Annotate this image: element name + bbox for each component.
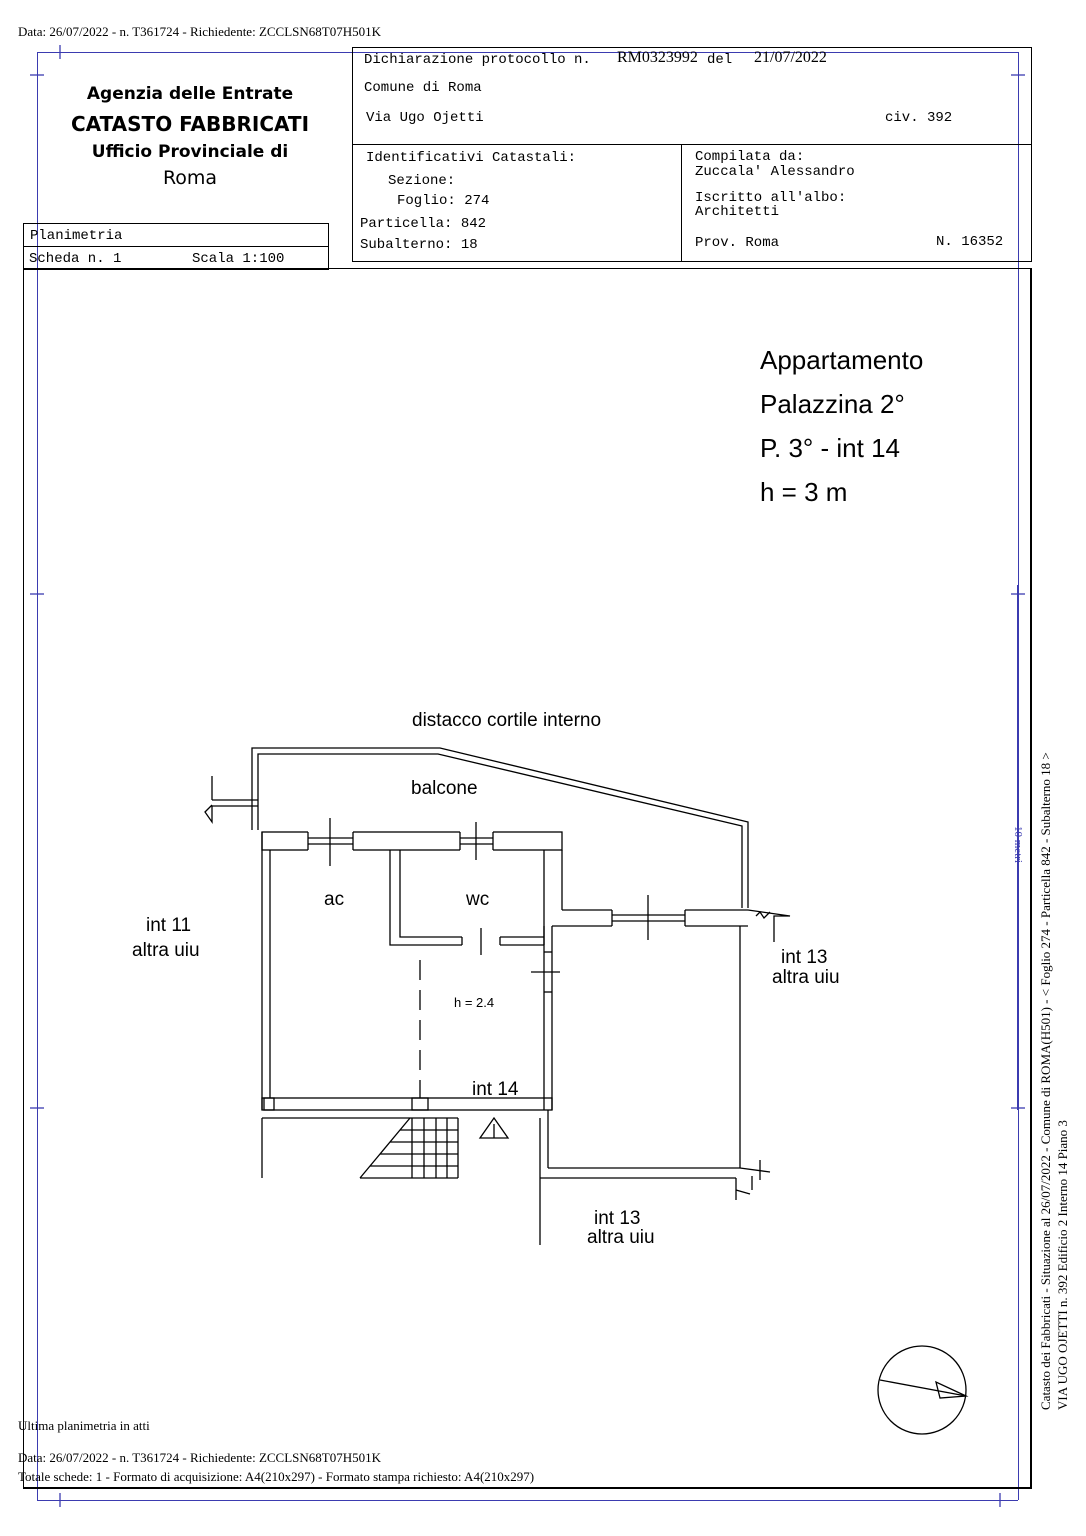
sezione: Sezione:	[388, 173, 456, 189]
subalterno: Subalterno: 18	[360, 237, 478, 253]
frame-left-blue	[37, 52, 38, 1500]
planimetria-divider	[23, 246, 329, 247]
label-int13-bottom: int 13	[594, 1208, 641, 1229]
top-request-line: Data: 26/07/2022 - n. T361724 - Richiede…	[18, 24, 381, 39]
protocol-number: RM0323992	[617, 49, 698, 66]
agency-name: Agenzia delle Entrate	[86, 84, 294, 104]
office-name: Ufficio Provinciale di	[91, 142, 289, 162]
label-distacco: distacco cortile interno	[412, 710, 602, 731]
label-balcone: balcone	[411, 778, 478, 799]
frame-bottom-blue	[37, 1500, 1018, 1501]
scheda-label: Scheda n. 1	[29, 251, 122, 267]
header-compiler-box	[681, 144, 1032, 262]
footer-request-line: Data: 26/07/2022 - n. T361724 - Richiede…	[18, 1450, 381, 1465]
label-ac: ac	[324, 889, 345, 910]
label-int13-bottom-altra: altra uiu	[587, 1227, 655, 1248]
street: Via Ugo Ojetti	[366, 110, 484, 126]
side-text-line1: Catasto dei Fabbricati - Situazione al 2…	[1038, 752, 1053, 1410]
title-unit-type: Appartamento	[760, 345, 924, 375]
compiled-label: Compilata da:	[695, 149, 805, 165]
province: Prov. Roma	[695, 235, 780, 251]
planimetria-label: Planimetria	[30, 228, 123, 244]
registration-number: N. 16352	[936, 234, 1004, 250]
label-int13-right-altra: altra uiu	[772, 967, 840, 988]
title-building: Palazzina 2°	[760, 389, 905, 419]
particella: Particella: 842	[360, 216, 487, 232]
footer-totale: Totale schede: 1 - Formato di acquisizio…	[18, 1469, 535, 1484]
office-city: Roma	[162, 167, 218, 189]
label-wc: wc	[466, 889, 490, 910]
scale-bar-label: 10 metri	[1012, 826, 1024, 863]
comune: Comune di Roma	[364, 80, 482, 96]
albo-value: Architetti	[695, 204, 780, 220]
balcony-inner-outline	[257, 753, 743, 908]
label-h24: h = 2.4	[454, 995, 495, 1010]
label-int11-altra: altra uiu	[132, 940, 200, 961]
footer-last-plan: Ultima planimetria in atti	[18, 1418, 150, 1433]
drawing-frame	[23, 268, 1032, 1489]
protocol-date: 21/07/2022	[754, 49, 827, 66]
protocol-del: del	[707, 52, 733, 68]
label-int11: int 11	[146, 915, 192, 936]
frame-top-blue	[37, 52, 1018, 53]
scala-label: Scala 1:100	[192, 251, 285, 267]
compiled-name: Zuccala' Alessandro	[695, 164, 855, 180]
albo-label: Iscritto all'albo:	[695, 190, 847, 206]
identifiers-title: Identificativi Catastali:	[366, 150, 577, 166]
label-int14: int 14	[472, 1079, 519, 1100]
catasto-title: CATASTO FABBRICATI	[70, 112, 310, 136]
title-height: h = 3 m	[760, 477, 848, 507]
civic-number: civ. 392	[885, 110, 953, 126]
side-text-line2: VIA UGO OJETTI n. 392 Edificio 2 Interno…	[1055, 1120, 1070, 1410]
title-floor-interno: P. 3° - int 14	[760, 433, 901, 463]
balcony-outline	[251, 747, 749, 908]
label-int13-right: int 13	[781, 947, 828, 968]
foglio: Foglio: 274	[397, 193, 490, 209]
protocol-label: Dichiarazione protocollo n.	[364, 52, 591, 68]
